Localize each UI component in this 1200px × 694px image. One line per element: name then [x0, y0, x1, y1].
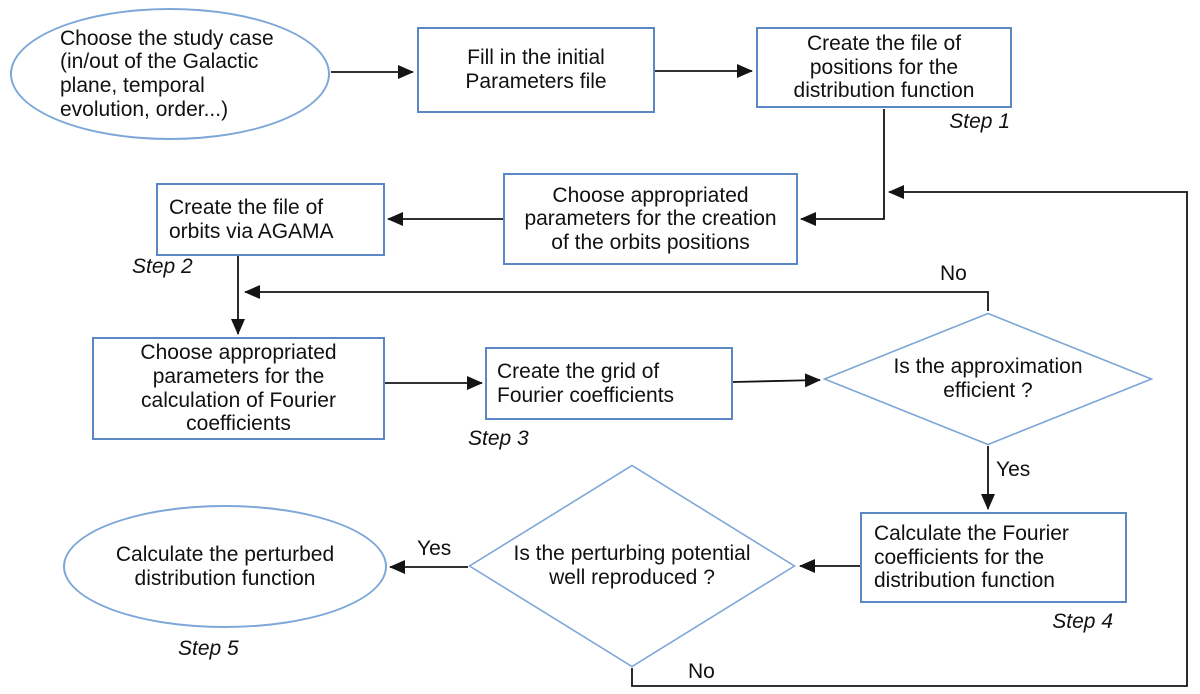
- node-create-fourier-grid: Create the grid of Fourier coefficients: [485, 347, 733, 420]
- node-decision-approximation-efficient-label: Is the approximation efficient ?: [893, 355, 1083, 402]
- node-calculate-perturbed-df: Calculate the perturbed distribution fun…: [63, 505, 387, 628]
- step-4-label: Step 4: [1052, 610, 1113, 633]
- step-1-label: Step 1: [949, 110, 1010, 133]
- node-decision-approximation-efficient: Is the approximation efficient ?: [823, 312, 1153, 446]
- node-choose-study-case-label: Choose the study case (in/out of the Gal…: [60, 26, 274, 121]
- step-5-label: Step 5: [178, 637, 239, 660]
- node-create-orbits-file-label: Create the file of orbits via AGAMA: [169, 195, 334, 243]
- node-decision-perturbing-potential-label: Is the perturbing potential well reprodu…: [513, 542, 751, 589]
- node-decision-perturbing-potential: Is the perturbing potential well reprodu…: [468, 464, 796, 668]
- connector-approx-no-loop: [244, 285, 989, 311]
- node-fill-parameters-file: Fill in the initial Parameters file: [417, 27, 655, 113]
- edge-label-approx-yes: Yes: [996, 458, 1031, 481]
- node-create-positions-file-label: Create the file of positions for the dis…: [793, 32, 975, 103]
- node-choose-orbit-parameters: Choose appropriated parameters for the c…: [503, 173, 798, 265]
- step-3-label: Step 3: [468, 427, 529, 450]
- connector-grid-to-approx: [732, 373, 821, 388]
- edge-label-perturb-yes: Yes: [417, 537, 452, 560]
- node-choose-fourier-parameters: Choose appropriated parameters for the c…: [92, 337, 385, 440]
- node-create-orbits-file: Create the file of orbits via AGAMA: [156, 183, 385, 256]
- edge-label-perturb-no: No: [688, 660, 715, 683]
- node-calculate-fourier-coefficients: Calculate the Fourier coefficients for t…: [860, 512, 1127, 603]
- node-calculate-perturbed-df-label: Calculate the perturbed distribution fun…: [115, 542, 335, 590]
- node-choose-study-case: Choose the study case (in/out of the Gal…: [10, 8, 330, 140]
- edge-label-approx-no: No: [940, 262, 967, 285]
- connector-positions-to-orbitparams: [800, 109, 885, 226]
- diamond-outline: [468, 464, 796, 668]
- connector-perturb-no-loop: [631, 185, 1188, 687]
- node-choose-fourier-parameters-label: Choose appropriated parameters for the c…: [140, 341, 337, 436]
- node-calculate-fourier-coefficients-label: Calculate the Fourier coefficients for t…: [874, 522, 1069, 593]
- step-2-label: Step 2: [132, 255, 193, 278]
- node-fill-parameters-file-label: Fill in the initial Parameters file: [465, 46, 607, 93]
- node-create-positions-file: Create the file of positions for the dis…: [756, 27, 1012, 108]
- diamond-outline: [823, 312, 1153, 446]
- node-create-fourier-grid-label: Create the grid of Fourier coefficients: [497, 359, 675, 407]
- node-choose-orbit-parameters-label: Choose appropriated parameters for the c…: [524, 183, 777, 254]
